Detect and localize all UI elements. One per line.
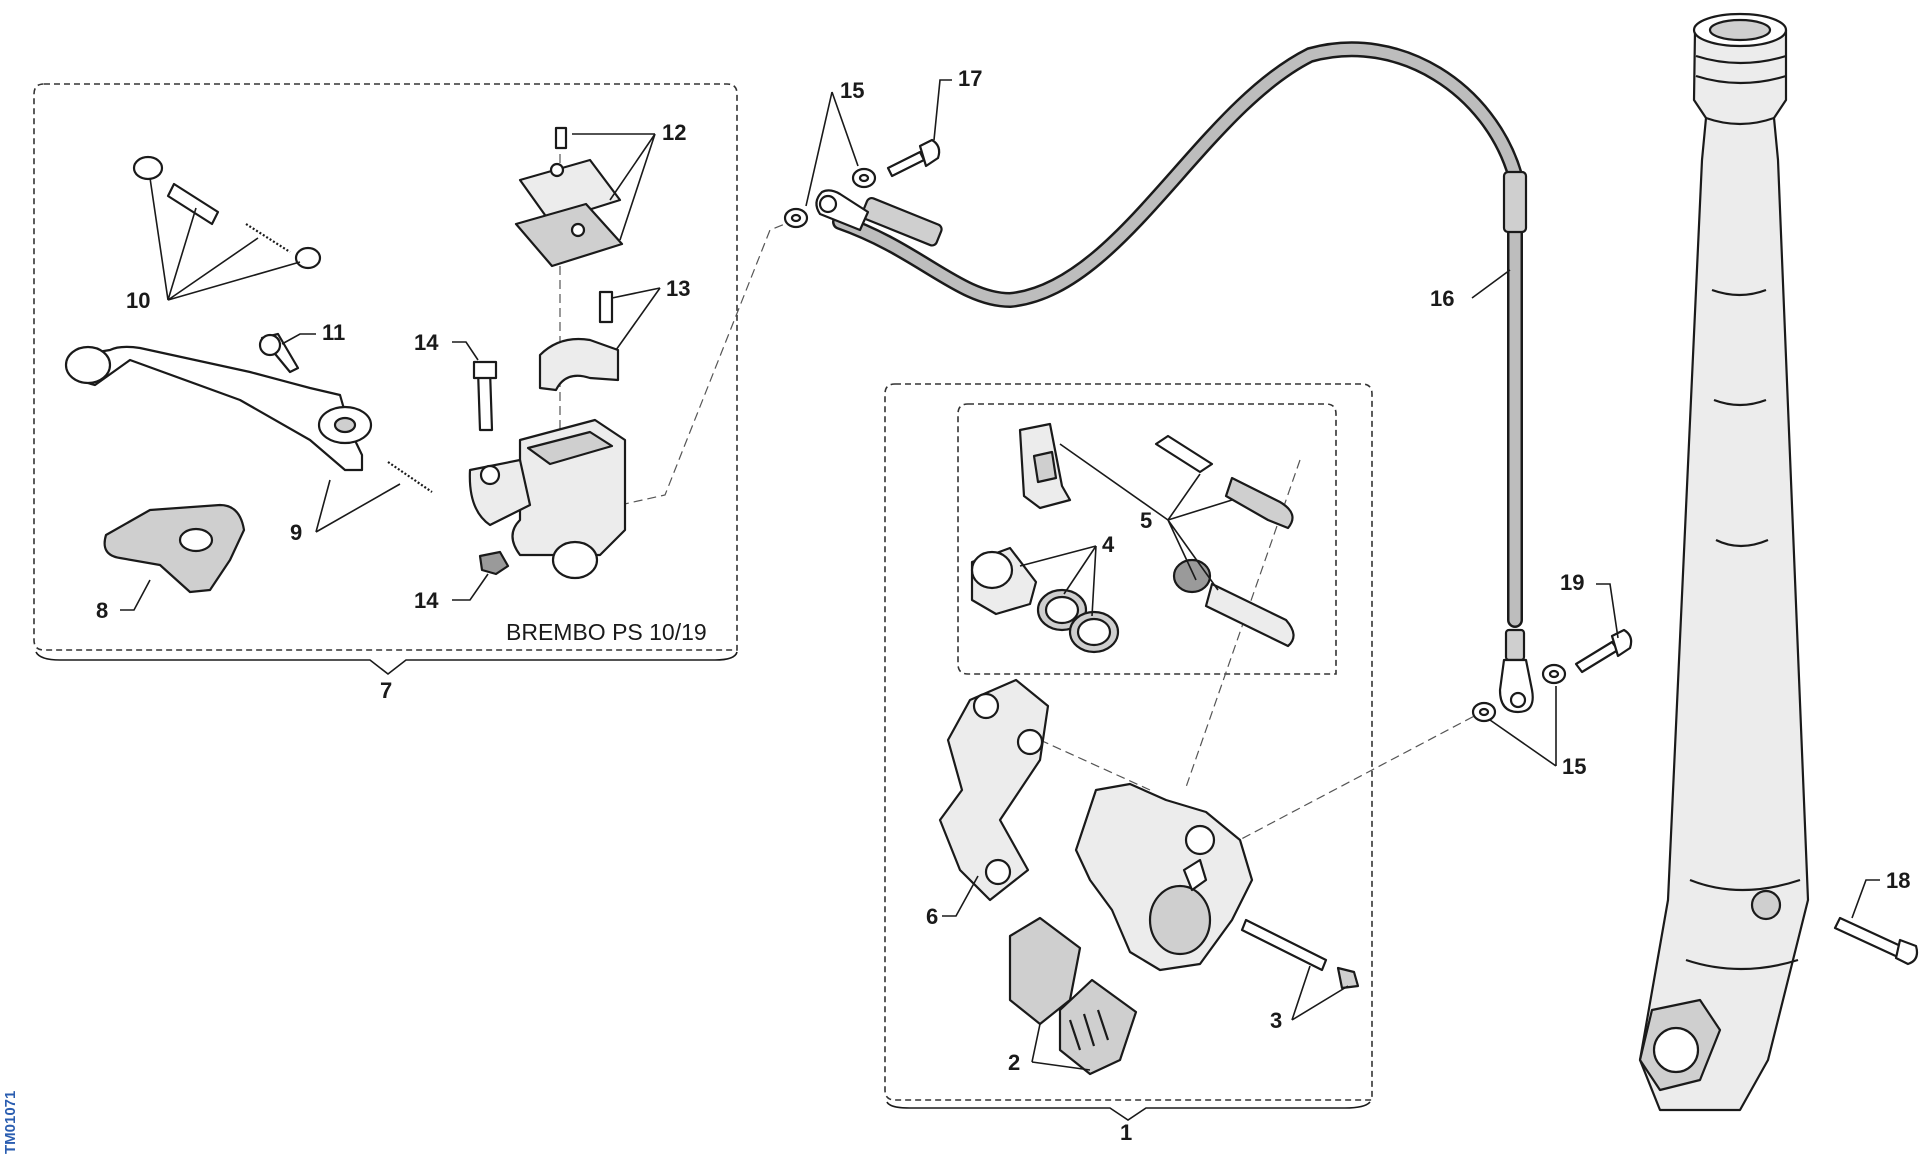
leader-15a <box>805 91 859 207</box>
callout-16: 16 <box>1430 286 1454 311</box>
brake-hose-fill <box>834 43 1521 626</box>
callout-2: 2 <box>1008 1050 1020 1075</box>
leader-9 <box>315 479 401 533</box>
washer-15-b-hole <box>858 173 870 183</box>
group-box-master-cylinder <box>33 83 738 651</box>
caliper-pin-3 <box>1240 918 1360 990</box>
leader-14a <box>452 341 479 361</box>
callout-6: 6 <box>926 904 938 929</box>
callout-19: 19 <box>1560 570 1584 595</box>
leader-13 <box>611 287 661 351</box>
leader-5 <box>1059 443 1233 591</box>
callout-14-bottom: 14 <box>414 588 439 613</box>
group-box-caliper <box>884 383 1373 1101</box>
group-bracket-1 <box>886 1101 1371 1121</box>
leader-17 <box>933 79 952 141</box>
leader-15b <box>1489 686 1557 767</box>
nut-14 <box>478 550 510 576</box>
callout-17: 17 <box>958 66 982 91</box>
leader-16 <box>1471 269 1511 299</box>
hose-ferrule-left <box>861 196 943 247</box>
brake-pads-2 <box>1008 916 1138 1076</box>
brake-lever <box>64 345 373 472</box>
leader-11 <box>281 333 316 345</box>
assembly-line-master-to-hose <box>619 221 791 506</box>
group-box-caliper-kit <box>957 403 1337 675</box>
callout-15-bottom: 15 <box>1562 754 1586 779</box>
bolt-14 <box>472 360 498 432</box>
callout-15-top: 15 <box>840 78 864 103</box>
leader-19 <box>1596 583 1619 639</box>
callout-7: 7 <box>380 678 392 703</box>
callout-13: 13 <box>666 276 690 301</box>
fork-bolt-18 <box>1833 916 1919 966</box>
hose-ferrule-bottom <box>1504 628 1526 662</box>
callout-5: 5 <box>1140 508 1152 533</box>
clamp-13 <box>538 290 620 392</box>
master-cylinder-body <box>468 418 627 580</box>
callout-12: 12 <box>662 120 686 145</box>
leader-6 <box>942 875 979 917</box>
caliper-body <box>1074 782 1254 972</box>
leader-18 <box>1851 879 1880 919</box>
leader-10 <box>149 177 301 301</box>
adjuster-kit-10 <box>132 155 322 270</box>
hose-banjo-hole-bottom <box>1509 691 1527 709</box>
assembly-line-caliper-to-hose <box>1229 712 1481 846</box>
lever-pivot-11 <box>258 332 300 374</box>
banjo-bolt-17 <box>886 138 941 178</box>
fork-leg <box>1638 12 1810 1112</box>
group-bracket-7 <box>35 651 738 676</box>
banjo-bolt-19 <box>1574 628 1633 674</box>
callout-10: 10 <box>126 288 150 313</box>
callout-11: 11 <box>322 320 345 345</box>
reservoir-cover-12 <box>514 126 624 268</box>
lever-cover-8 <box>103 503 246 594</box>
callout-1: 1 <box>1120 1120 1132 1145</box>
callout-3: 3 <box>1270 1008 1282 1033</box>
hose-ferrule-top <box>1502 170 1528 234</box>
leader-8 <box>120 579 151 611</box>
slide-pins-5 <box>1154 434 1295 648</box>
washer-15-c-hole <box>1478 707 1490 717</box>
leader-12 <box>572 133 656 241</box>
callout-9: 9 <box>290 520 302 545</box>
washer-15-a-hole <box>790 213 802 223</box>
leader-2 <box>1031 1023 1091 1071</box>
callout-18: 18 <box>1886 868 1910 893</box>
assembly-line-bracket <box>1039 739 1151 791</box>
pad-spring-clip <box>1018 422 1072 510</box>
callout-14-top: 14 <box>414 330 439 355</box>
leader-4 <box>1019 545 1097 617</box>
leader-3 <box>1291 965 1349 1021</box>
document-id: TM01071 <box>2 1091 19 1154</box>
leader-14b <box>452 573 489 601</box>
callout-4: 4 <box>1102 532 1115 557</box>
washer-15-d-hole <box>1548 669 1560 679</box>
assembly-caption: BREMBO PS 10/19 <box>506 619 707 645</box>
caliper-bracket-6 <box>938 678 1050 902</box>
pistons-4 <box>970 546 1120 654</box>
callout-8: 8 <box>96 598 108 623</box>
hose-banjo-hole-top <box>818 194 838 214</box>
lever-spring <box>387 461 433 493</box>
